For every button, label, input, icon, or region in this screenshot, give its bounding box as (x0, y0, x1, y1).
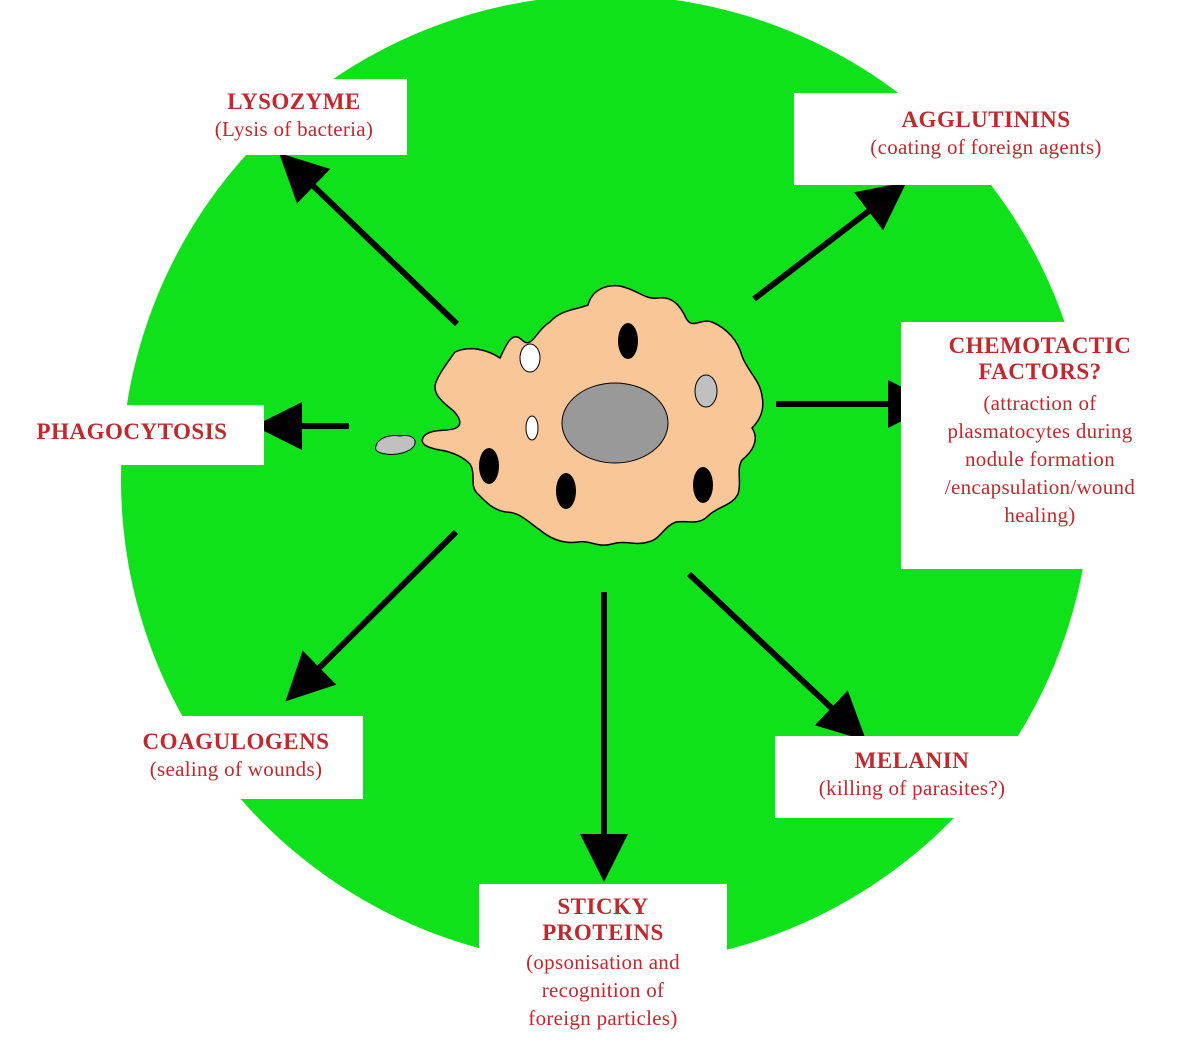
sticky-title-1: STICKY (557, 894, 649, 919)
nucleus (561, 382, 669, 464)
phagocytosis-label: PHAGOCYTOSIS (0, 405, 264, 465)
arrow-icon (752, 182, 907, 302)
granule-dark (556, 473, 576, 509)
agglutinins-desc: (coating of foreign agents) (870, 135, 1102, 159)
arrows (254, 153, 936, 882)
coagulogens-desc: (sealing of wounds) (149, 757, 323, 781)
sticky-title-2: PROTEINS (542, 920, 664, 945)
arrow-icon (285, 529, 459, 702)
chemotactic-label: CHEMOTACTIC FACTORS? (attraction of plas… (901, 322, 1179, 569)
chemotactic-desc-1: (attraction of (983, 391, 1097, 415)
granule-light (525, 415, 539, 441)
melanin-desc: (killing of parasites?) (818, 776, 1006, 800)
granule-dark (479, 448, 499, 484)
granule-dark (693, 467, 713, 503)
granule-light (519, 343, 541, 373)
phagocytosis-title: PHAGOCYTOSIS (36, 419, 228, 444)
melanin-title: MELANIN (854, 748, 970, 773)
granule-dark (618, 323, 638, 359)
lysozyme-desc: (Lysis of bacteria) (214, 117, 374, 141)
arrow-icon (279, 153, 460, 327)
melanin-label: MELANIN (killing of parasites?) (775, 736, 1049, 818)
lysozyme-label: LYSOZYME (Lysis of bacteria) (181, 79, 407, 155)
chemotactic-desc-2: plasmatocytes during (947, 419, 1133, 443)
chemotactic-title-1: CHEMOTACTIC (948, 333, 1132, 358)
chemotactic-desc-4: /encapsulation/wound (944, 475, 1136, 499)
sticky-proteins-label: STICKY PROTEINS (opsonisation and recogn… (479, 884, 727, 1050)
chemotactic-desc-3: nodule formation (964, 447, 1115, 471)
sticky-desc-2: recognition of (541, 978, 665, 1002)
sticky-desc-3: foreign particles) (528, 1006, 678, 1030)
chemotactic-desc-5: healing) (1004, 503, 1076, 527)
hemocyte-cell-icon (375, 284, 764, 546)
coagulogens-label: COAGULOGENS (sealing of wounds) (109, 716, 363, 799)
sticky-desc-1: (opsonisation and (526, 950, 680, 974)
lysozyme-title: LYSOZYME (227, 89, 361, 114)
arrow-icon (686, 571, 867, 741)
phagocytosed-particle (375, 435, 416, 455)
agglutinins-label: AGGLUTININS (coating of foreign agents) (794, 93, 1178, 185)
chemotactic-title-2: FACTORS? (978, 359, 1102, 384)
agglutinins-title: AGGLUTININS (901, 107, 1071, 132)
coagulogens-title: COAGULOGENS (142, 729, 330, 754)
granule-grey (694, 374, 718, 408)
